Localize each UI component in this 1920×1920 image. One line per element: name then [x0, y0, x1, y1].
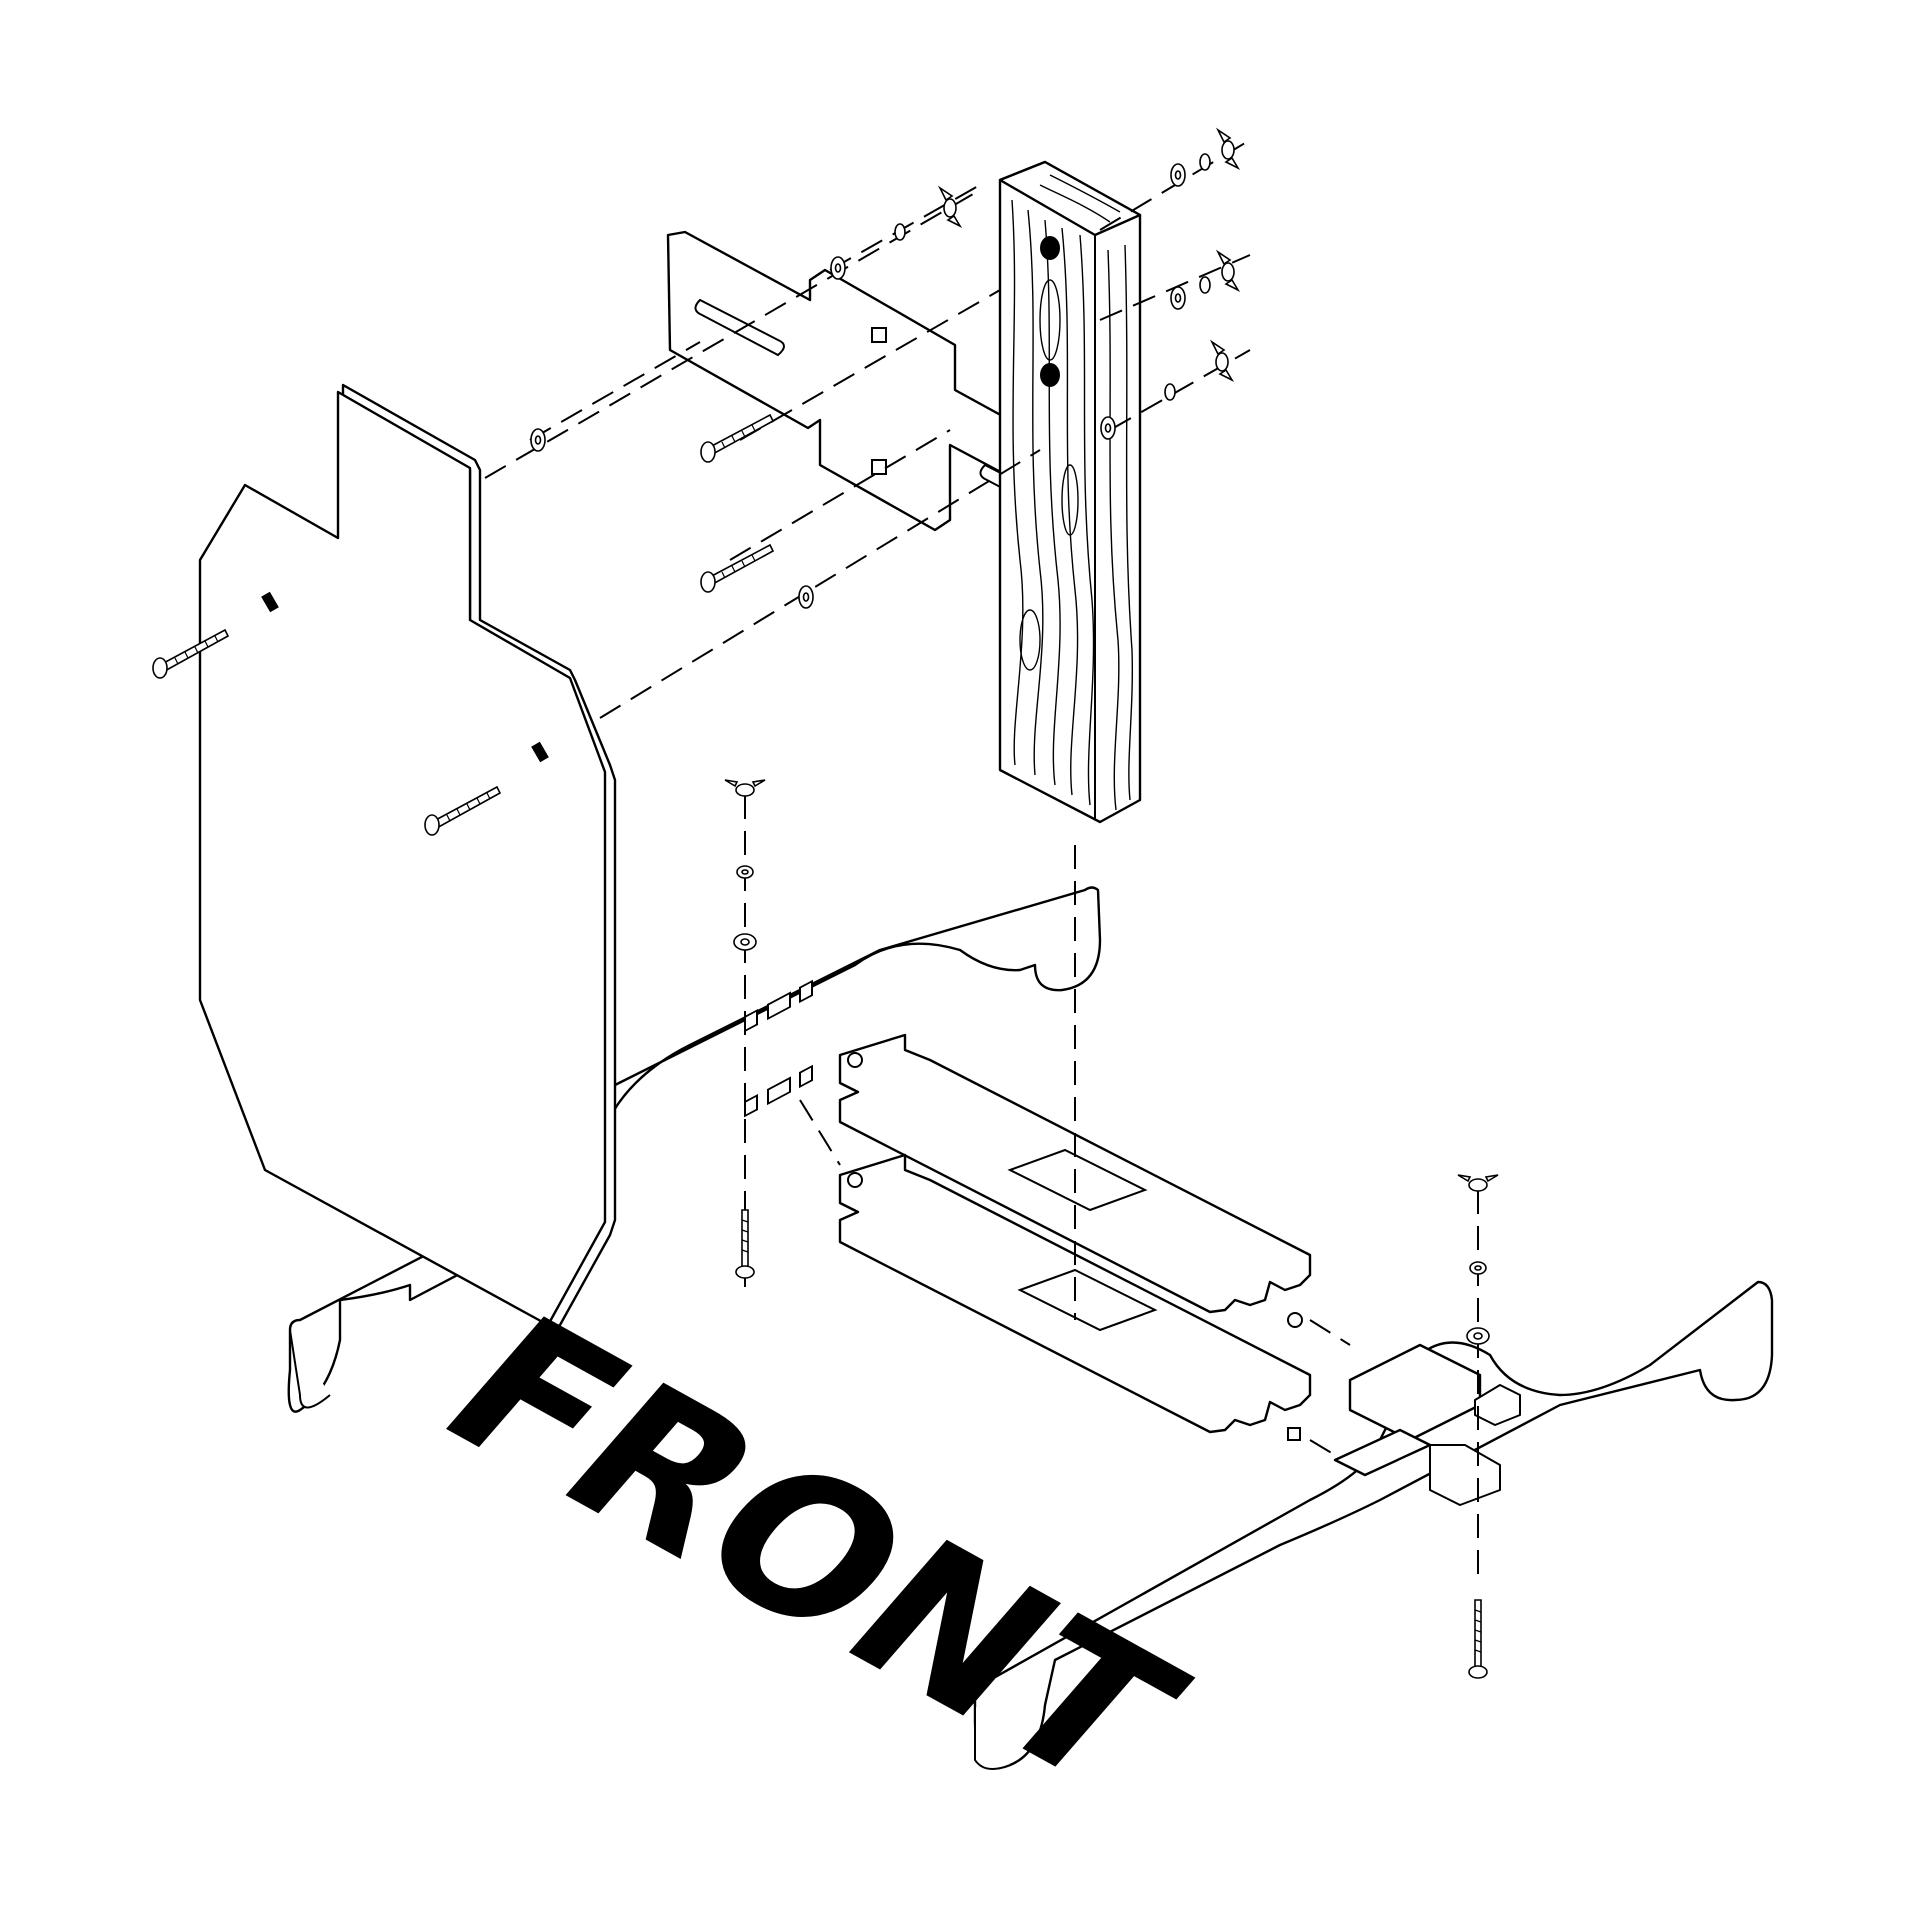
washer-icon [894, 223, 906, 241]
washer-icon [830, 256, 846, 280]
washer-icon [1170, 286, 1186, 310]
wing-nut-icon [1209, 339, 1235, 382]
washer-icon [736, 865, 754, 879]
target-plate [198, 383, 617, 1332]
wing-nut-icon [1215, 249, 1241, 292]
left-leg-slots [744, 979, 813, 1118]
wing-nuts [724, 127, 1499, 1192]
wing-nut-icon [1215, 127, 1241, 170]
left-base-leg [287, 886, 1102, 1413]
right-junction-block [1333, 1343, 1521, 1506]
carriage-bolt-bracket-lower [700, 543, 775, 593]
washer-icon [530, 428, 546, 452]
carriage-bolt-left-leg [735, 1209, 755, 1279]
washer-icon [1466, 1327, 1490, 1345]
washer-icon [1469, 1261, 1487, 1275]
wing-nut-icon [724, 779, 766, 797]
washer-icon [733, 933, 757, 951]
carriage-bolt-right-leg [1468, 1599, 1488, 1679]
washer-icon [798, 585, 814, 609]
right-base-leg [973, 1280, 1774, 1770]
wing-nut-icon [937, 185, 963, 228]
washer-icon [1199, 276, 1211, 294]
washer-icon [1164, 383, 1176, 401]
washer-icon [1100, 416, 1116, 440]
carriage-bolt-target-upper [152, 628, 230, 679]
washer-icon [1199, 153, 1211, 171]
washer-icon [1170, 163, 1186, 187]
carriage-bolt-target-lower [424, 785, 502, 836]
carriage-bolt-bracket-upper [700, 413, 775, 463]
wood-post [998, 160, 1142, 824]
wing-nut-icon [1457, 1174, 1499, 1192]
washers [530, 153, 1490, 1345]
